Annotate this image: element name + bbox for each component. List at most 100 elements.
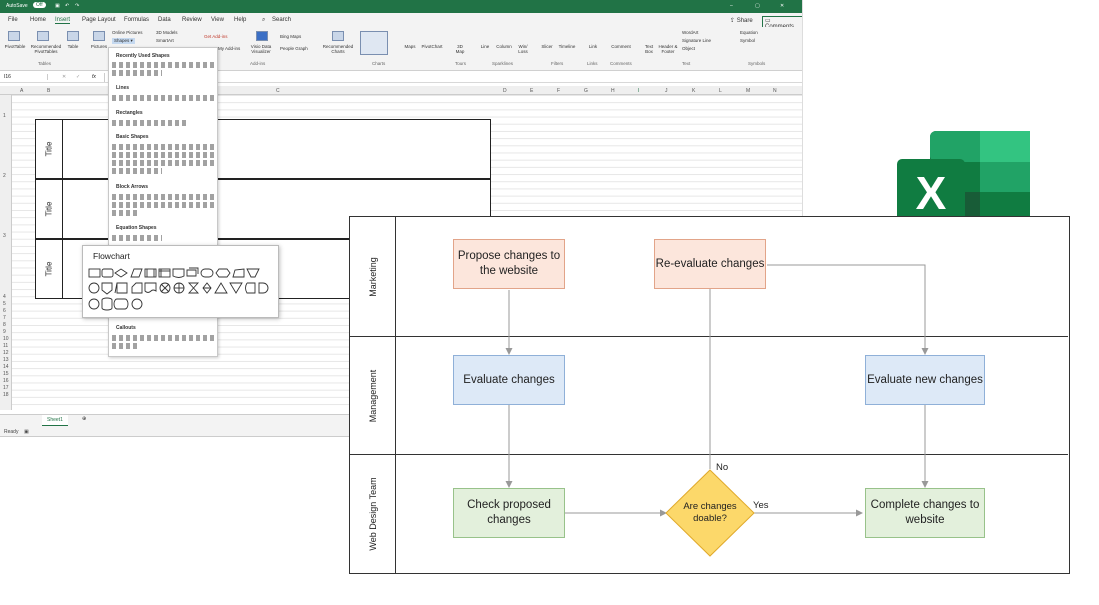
row-header[interactable]: 12 xyxy=(3,350,9,356)
shape-row[interactable] xyxy=(112,160,216,166)
row-header[interactable]: 9 xyxy=(3,329,6,335)
recommended-pivot-icon[interactable] xyxy=(37,31,49,41)
row-header[interactable]: 6 xyxy=(3,308,6,314)
col-header-n[interactable]: N xyxy=(773,88,777,94)
people-graph-button[interactable]: People Graph xyxy=(280,46,308,51)
visio-icon[interactable] xyxy=(256,31,268,41)
formula-input[interactable] xyxy=(104,73,799,82)
shapes-button[interactable]: Shapes ▾ xyxy=(112,38,135,44)
col-header-c[interactable]: C xyxy=(276,88,280,94)
tab-view[interactable]: View xyxy=(211,17,224,23)
my-addins-button[interactable]: My Add-ins xyxy=(218,46,241,51)
symbol-button[interactable]: Symbol xyxy=(740,38,756,43)
search-box[interactable]: Search xyxy=(272,17,292,23)
recommended-pivot-button[interactable]: Recommended PivotTables xyxy=(30,44,62,54)
row-header[interactable]: 13 xyxy=(3,357,9,363)
tab-file[interactable]: File xyxy=(8,17,18,23)
search-icon[interactable]: ⌕ xyxy=(262,17,266,23)
chart-gallery-icon[interactable] xyxy=(360,31,388,55)
shape-row[interactable] xyxy=(112,335,216,341)
row-header[interactable]: 3 xyxy=(3,233,6,239)
col-header-a[interactable]: A xyxy=(20,88,24,94)
pivottable-button[interactable]: PivotTable xyxy=(4,44,26,49)
timeline-button[interactable]: Timeline xyxy=(558,44,576,49)
shape-row[interactable] xyxy=(112,210,138,216)
visio-button[interactable]: Visio Data Visualizer xyxy=(250,44,272,54)
cancel-icon[interactable]: ✕ xyxy=(62,74,67,80)
save-icon[interactable]: ▣ xyxy=(55,3,60,9)
tab-home[interactable]: Home xyxy=(30,17,47,23)
shape-row[interactable] xyxy=(112,62,216,68)
shape-row[interactable] xyxy=(112,194,216,200)
col-header-m[interactable]: M xyxy=(746,88,751,94)
link-button[interactable]: Link xyxy=(588,44,598,49)
redo-icon[interactable]: ↷ xyxy=(75,3,80,9)
maps-button[interactable]: Maps xyxy=(404,44,416,49)
minimize-icon[interactable]: – xyxy=(730,3,733,9)
slicer-button[interactable]: Slicer xyxy=(541,44,553,49)
name-box[interactable]: I16 xyxy=(4,74,48,80)
tab-insert[interactable]: Insert xyxy=(55,17,71,24)
row-header[interactable]: 8 xyxy=(3,322,6,328)
row-header[interactable]: 10 xyxy=(3,336,9,342)
shape-row[interactable] xyxy=(112,168,162,174)
comment-button[interactable]: Comment xyxy=(611,44,631,49)
get-addins-button[interactable]: Get Add-ins xyxy=(204,34,228,39)
bing-maps-button[interactable]: Bing Maps xyxy=(280,34,302,39)
col-header-b[interactable]: B xyxy=(47,88,51,94)
tab-data[interactable]: Data xyxy=(158,17,171,23)
shape-row[interactable] xyxy=(112,152,216,158)
worksheet-lane-box[interactable]: Title xyxy=(35,119,491,179)
col-header-k[interactable]: K xyxy=(692,88,696,94)
wordart-button[interactable]: WordArt xyxy=(682,30,699,35)
shape-row[interactable] xyxy=(112,70,162,76)
row-header[interactable]: 5 xyxy=(3,301,6,307)
col-header-j[interactable]: J xyxy=(665,88,668,94)
shape-row[interactable] xyxy=(112,144,216,150)
tab-review[interactable]: Review xyxy=(182,17,202,23)
table-button[interactable]: Table xyxy=(67,44,79,49)
row-header[interactable]: 1 xyxy=(3,113,6,119)
pictures-icon[interactable] xyxy=(93,31,105,41)
decision-label[interactable]: Are changes doable? xyxy=(683,501,737,524)
title-cell[interactable]: Title xyxy=(36,120,63,178)
table-icon[interactable] xyxy=(67,31,79,41)
col-header-h[interactable]: H xyxy=(611,88,615,94)
tab-page-layout[interactable]: Page Layout xyxy=(82,17,116,23)
col-header-i[interactable]: I xyxy=(638,88,640,94)
row-header[interactable]: 15 xyxy=(3,371,9,377)
sparkline-column-button[interactable]: Column xyxy=(496,44,512,49)
autosave-toggle[interactable]: Off xyxy=(33,2,46,8)
header-footer-button[interactable]: Header & Footer xyxy=(658,44,678,54)
col-header-g[interactable]: G xyxy=(584,88,588,94)
recommended-charts-button[interactable]: Recommended Charts xyxy=(322,44,354,54)
col-header-l[interactable]: L xyxy=(719,88,722,94)
node-reevaluate-changes[interactable]: Re-evaluate changes xyxy=(654,239,766,289)
col-header-f[interactable]: F xyxy=(557,88,561,94)
sparkline-line-button[interactable]: Line xyxy=(480,44,490,49)
row-header[interactable]: 16 xyxy=(3,378,9,384)
sparkline-winloss-button[interactable]: Win/ Loss xyxy=(518,44,528,54)
row-header[interactable]: 2 xyxy=(3,173,6,179)
equation-button[interactable]: Equation xyxy=(740,30,758,35)
col-header-d[interactable]: D xyxy=(503,88,507,94)
recommended-charts-icon[interactable] xyxy=(332,31,344,41)
shape-row[interactable] xyxy=(112,343,138,349)
node-propose-changes[interactable]: Propose changes to the website xyxy=(453,239,565,289)
node-evaluate-new-changes[interactable]: Evaluate new changes xyxy=(865,355,985,405)
row-header[interactable]: 4 xyxy=(3,294,6,300)
close-icon[interactable]: ✕ xyxy=(780,3,785,9)
shape-row[interactable] xyxy=(112,95,216,101)
row-header[interactable]: 11 xyxy=(3,343,9,349)
shape-row[interactable] xyxy=(112,202,216,208)
row-header[interactable]: 18 xyxy=(3,392,9,398)
enter-icon[interactable]: ✓ xyxy=(76,74,81,80)
fx-icon[interactable]: fx xyxy=(92,74,96,80)
title-cell[interactable]: Title xyxy=(36,180,63,238)
3d-map-button[interactable]: 3D Map xyxy=(455,44,465,54)
undo-icon[interactable]: ↶ xyxy=(65,3,70,9)
pivottable-icon[interactable] xyxy=(8,31,20,41)
col-header-e[interactable]: E xyxy=(530,88,534,94)
flowchart-shape-grid[interactable] xyxy=(87,266,277,316)
restore-icon[interactable]: ▢ xyxy=(755,3,760,9)
